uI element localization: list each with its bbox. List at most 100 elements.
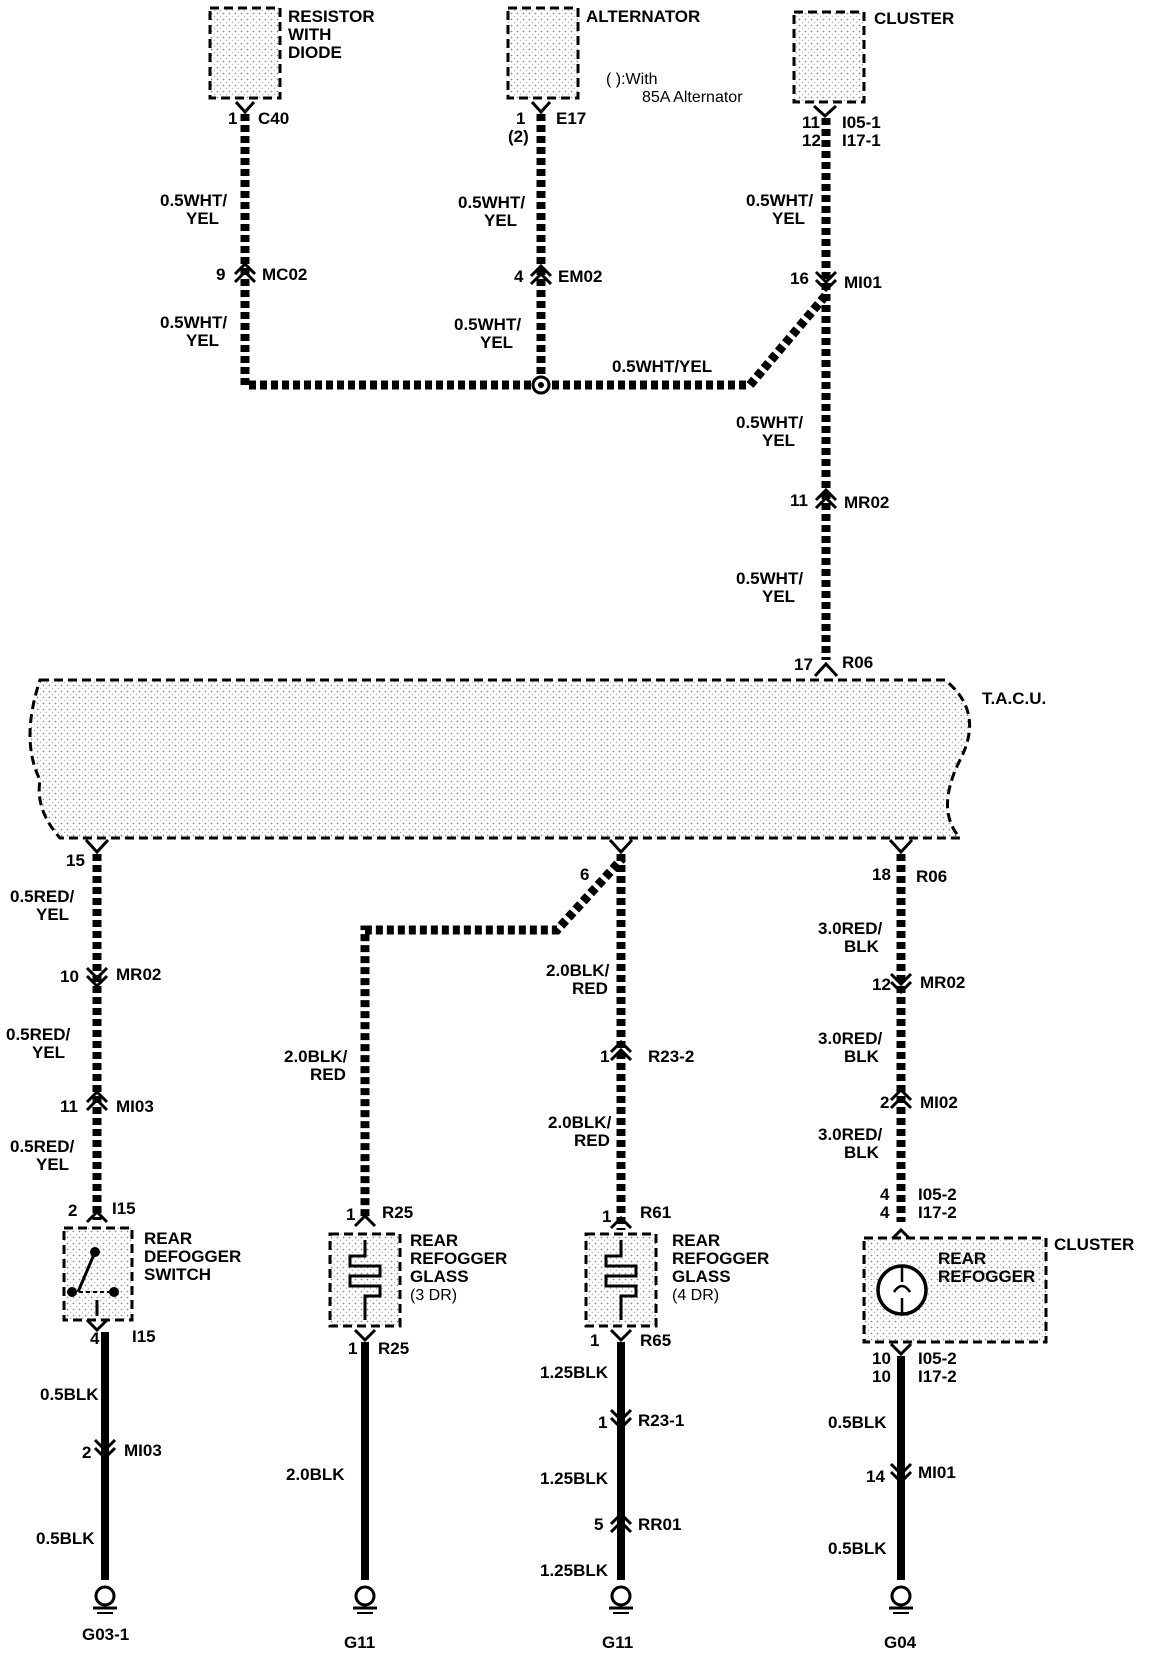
i05-2b-pin: 10 xyxy=(872,1349,891,1368)
wire-label-line: YEL xyxy=(186,331,219,350)
mi03-b-connector xyxy=(93,1438,117,1461)
e17-pin: 1 xyxy=(516,109,525,128)
r25-a-name: R25 xyxy=(382,1203,413,1222)
i15-b-connector xyxy=(85,1300,109,1333)
ground-g04-symbol xyxy=(889,1585,913,1614)
wire-label-line: BLK xyxy=(844,1143,880,1162)
r23-1-name: R23-1 xyxy=(638,1411,684,1430)
cluster-top-box xyxy=(792,10,866,104)
mi03-a-pin: 11 xyxy=(60,1097,78,1116)
mc02-name: MC02 xyxy=(262,265,307,284)
r25-b-pin: 1 xyxy=(348,1339,357,1358)
wire-label-line: YEL xyxy=(480,333,513,352)
r23-2-name: R23-2 xyxy=(648,1047,694,1066)
i17-1-pin: 12 xyxy=(802,131,821,150)
ground-g03-1-symbol xyxy=(93,1585,117,1614)
cluster-top-label: CLUSTER xyxy=(874,9,954,28)
rear-refogger-label: REAR REFOGGER xyxy=(938,1249,1035,1286)
i05-2b-connector xyxy=(889,1342,913,1357)
mi01-top-name: MI01 xyxy=(844,273,882,292)
wire-label-line: 2.0BLK/ xyxy=(548,1113,612,1132)
rrg3-label-3: GLASS xyxy=(410,1267,469,1286)
wire-label-line: YEL xyxy=(772,209,805,228)
i17-1-name: I17-1 xyxy=(842,131,881,150)
mc02-connector xyxy=(233,261,257,284)
i17-2a-name: I17-2 xyxy=(918,1203,957,1222)
wire-label-line: YEL xyxy=(762,431,795,450)
wire-label-line: 0.5WHT/ xyxy=(458,193,525,212)
r23-2-pin: 1 xyxy=(600,1047,609,1066)
i15-a-name: I15 xyxy=(112,1199,136,1218)
mr02-a-pin: 10 xyxy=(60,967,79,986)
mi01-bottom-connector xyxy=(889,1462,913,1485)
mi03-b-name: MI03 xyxy=(124,1441,162,1460)
rr01-name: RR01 xyxy=(638,1515,681,1534)
alternator-note-1: ( ):With xyxy=(606,71,658,88)
wire-label-line: RED xyxy=(310,1065,346,1084)
wire-label: 0.5WHT/YEL xyxy=(746,191,813,228)
i05-1-pin: 11 xyxy=(802,113,820,132)
mr02-b-name: MR02 xyxy=(920,973,965,992)
wire-label-line: 0.5WHT/ xyxy=(736,413,803,432)
tacu-15-connector xyxy=(84,838,110,855)
r06-top-connector xyxy=(813,661,839,678)
wire-label-line: 0.5RED/ xyxy=(10,887,75,906)
mi03-b-pin: 2 xyxy=(82,1443,91,1462)
tacu-15-pin: 15 xyxy=(66,851,85,870)
splice-point-center xyxy=(538,382,544,388)
rr01-connector xyxy=(609,1511,633,1534)
wire-label-blk: 2.0BLK xyxy=(286,1465,345,1484)
resistor-label-1: RESISTOR xyxy=(288,7,375,26)
em02-name: EM02 xyxy=(558,267,602,286)
ground-g11-b-symbol xyxy=(609,1585,633,1614)
alternator-box xyxy=(506,6,580,100)
wire-label: 3.0RED/BLK xyxy=(818,919,883,956)
rrg4-label-2: REFOGGER xyxy=(672,1249,769,1268)
c40-name: C40 xyxy=(258,109,289,128)
mi03-a-name: MI03 xyxy=(116,1097,154,1116)
r25-b-name: R25 xyxy=(378,1339,409,1358)
i05-1-name: I05-1 xyxy=(842,113,881,132)
r06-top-name: R06 xyxy=(842,653,873,672)
wire-label-line: RED xyxy=(572,979,608,998)
wire-label-line: 3.0RED/ xyxy=(818,1029,883,1048)
wire-label-blk: 1.25BLK xyxy=(540,1363,609,1382)
wire-label: 0.5WHT/YEL xyxy=(454,315,521,352)
rear-refogger-glass-3dr-label: REAR REFOGGER GLASS (3 DR) xyxy=(410,1231,512,1304)
rrg4-label-1: REAR xyxy=(672,1231,720,1250)
i15-a-pin: 2 xyxy=(68,1201,77,1220)
tacu-6-pin: 6 xyxy=(580,865,589,884)
wire-label-line: 2.0BLK/ xyxy=(284,1047,348,1066)
wire-label: 0.5RED/YEL xyxy=(6,1025,71,1062)
rear-defogger-switch-label: REAR DEFOGGER SWITCH xyxy=(144,1229,246,1284)
wire-label-line: 3.0RED/ xyxy=(818,919,883,938)
i17-2b-pin: 10 xyxy=(872,1367,891,1386)
r06-top-pin: 17 xyxy=(794,655,813,674)
r61-connector xyxy=(609,1215,633,1230)
em02-pin: 4 xyxy=(514,267,524,286)
wire-label-inline: 0.5WHT/YEL xyxy=(612,357,712,376)
wire-label-line: BLK xyxy=(844,937,880,956)
tacu-box xyxy=(28,678,972,840)
wire-label-blk: 0.5BLK xyxy=(36,1529,95,1548)
rrg3-label-2: REFOGGER xyxy=(410,1249,507,1268)
r61-pin: 1 xyxy=(602,1207,611,1226)
mi02-pin: 2 xyxy=(880,1093,889,1112)
wire-label-line: 3.0RED/ xyxy=(818,1125,883,1144)
mi01-bottom-name: MI01 xyxy=(918,1463,956,1482)
resistor-label: RESISTOR WITH DIODE xyxy=(288,7,379,62)
wire-label-line: 2.0BLK/ xyxy=(546,961,610,980)
wire-label-line: 0.5RED/ xyxy=(6,1025,71,1044)
r65-pin: 1 xyxy=(590,1331,599,1350)
mi01-bottom-pin: 14 xyxy=(866,1467,885,1486)
mr02-top-name: MR02 xyxy=(844,493,889,512)
r65-connector xyxy=(609,1328,633,1343)
wire-label: 0.5WHT/YEL xyxy=(736,569,803,606)
wire-label: 0.5RED/YEL xyxy=(10,887,75,924)
r23-1-pin: 1 xyxy=(598,1413,607,1432)
mi02-connector xyxy=(889,1087,913,1110)
switch-contact-line xyxy=(76,1251,97,1293)
mi01-top-connector xyxy=(814,270,838,293)
wire-label-blk: 0.5BLK xyxy=(828,1539,887,1558)
